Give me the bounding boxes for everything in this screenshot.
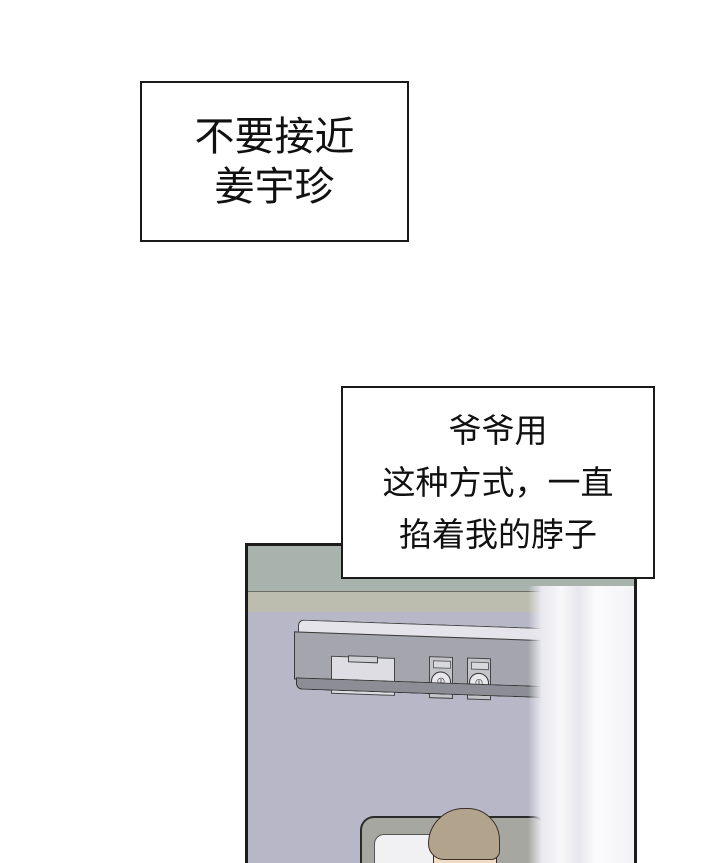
caption-box-2: 爷爷用 这种方式，一直 掐着我的脖子 bbox=[341, 386, 655, 579]
outlet-label bbox=[433, 660, 451, 669]
display-tab bbox=[348, 655, 378, 664]
caption-1-line-1: 不要接近 bbox=[194, 113, 355, 160]
privacy-curtain bbox=[528, 586, 634, 863]
caption-box-1: 不要接近 姜宇珍 bbox=[140, 81, 409, 242]
caption-1-line-2: 姜宇珍 bbox=[214, 163, 335, 210]
caption-2-line-3: 掐着我的脖子 bbox=[399, 514, 597, 554]
bed-head-medical-rail: ⦶ ⦶ bbox=[290, 619, 559, 710]
comic-panel-hospital-room: ⦶ ⦶ bbox=[245, 543, 637, 863]
caption-2-line-2: 这种方式，一直 bbox=[382, 462, 614, 502]
outlet-label bbox=[471, 661, 489, 671]
caption-2-line-1: 爷爷用 bbox=[448, 410, 548, 450]
